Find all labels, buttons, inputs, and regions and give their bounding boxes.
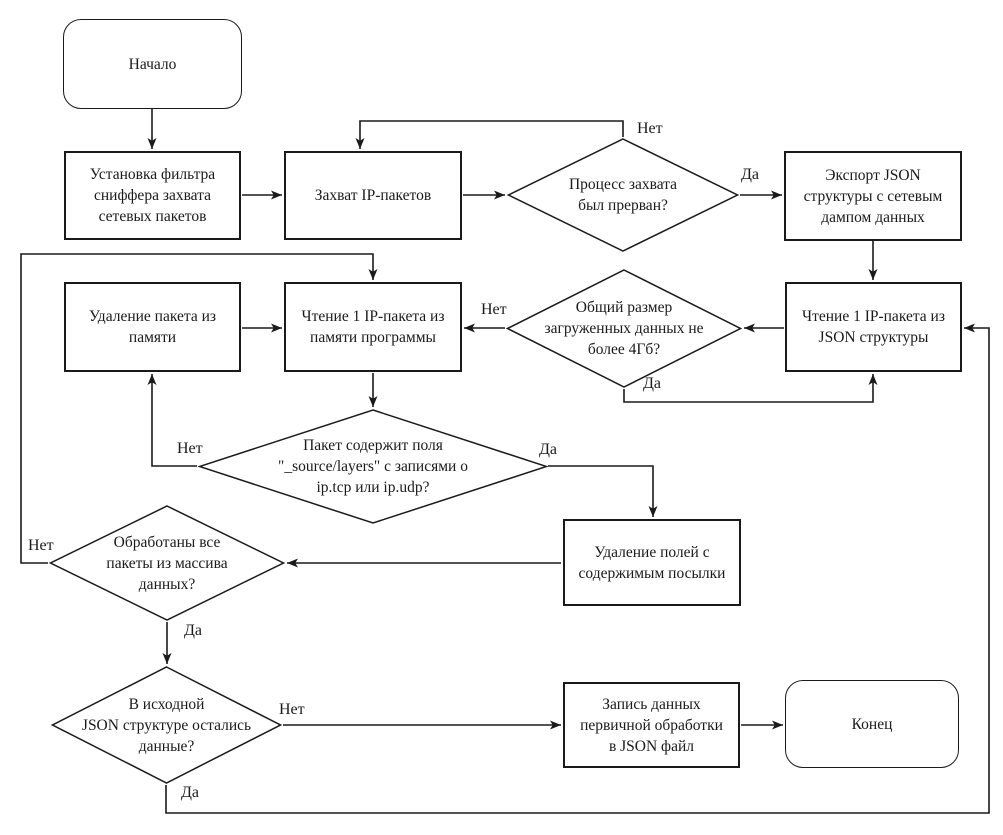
node-all-processed: Обработаны все пакеты из массива данных? bbox=[49, 505, 285, 621]
node-delete-fields: Удаление полей с содержимым посылки bbox=[563, 519, 741, 606]
decision-shape bbox=[198, 409, 548, 524]
node-read-json-label: Чтение 1 IP-пакета из JSON структуры bbox=[802, 308, 945, 346]
node-capture: Захват IP-пакетов bbox=[284, 151, 462, 240]
node-export-json-label: Экспорт JSON структуры с сетевым дампом … bbox=[803, 166, 943, 226]
decision-shape bbox=[49, 505, 285, 621]
edge-label-contains-yes: Да bbox=[539, 441, 558, 458]
edge-contains-yes-to-delete-fields bbox=[548, 465, 658, 517]
edge-label-remaining-yes: Да bbox=[181, 784, 200, 801]
node-write-file: Запись данных первичной обработки в JSON… bbox=[563, 682, 740, 768]
node-setup-filter-label: Установка фильтра сниффера захвата сетев… bbox=[89, 166, 216, 225]
node-export-json: Экспорт JSON структуры с сетевым дампом … bbox=[784, 151, 962, 241]
node-all-processed-label: Обработаны все пакеты из массива данных? bbox=[106, 533, 228, 593]
edge-interrupted-no-loop bbox=[355, 120, 624, 149]
node-start: Начало bbox=[63, 19, 242, 109]
edge-label-processed-no: Нет bbox=[28, 537, 54, 554]
edge-label-size-no: Нет bbox=[481, 301, 507, 318]
edge-size-yes-loop bbox=[623, 374, 878, 403]
edge-processed-no-loop bbox=[20, 253, 378, 564]
edge-label-remaining-no: Нет bbox=[279, 701, 305, 718]
decision-shape bbox=[506, 269, 742, 388]
node-delete-fields-label: Удаление полей с содержимым посылки bbox=[578, 543, 726, 582]
edge-label-interrupted-yes: Да bbox=[741, 166, 760, 183]
node-size-check-label: Общий размер загруженных данных не более… bbox=[544, 299, 704, 358]
node-contains-fields: Пакет содержит поля "_source/layers" с з… bbox=[198, 409, 548, 524]
node-end: Конец bbox=[785, 680, 959, 768]
node-capture-label: Захват IP-пакетов bbox=[314, 187, 432, 204]
edge-remaining-yes-loop bbox=[165, 323, 990, 814]
node-end-label: Конец bbox=[851, 715, 893, 733]
node-start-label: Начало bbox=[128, 55, 177, 73]
node-delete-packet-label: Удаление пакета из памяти bbox=[89, 308, 216, 346]
decision-shape bbox=[507, 138, 739, 252]
node-setup-filter: Установка фильтра сниффера захвата сетев… bbox=[64, 151, 241, 240]
decision-shape bbox=[51, 666, 282, 784]
node-read-json: Чтение 1 IP-пакета из JSON структуры bbox=[785, 282, 962, 372]
node-interrupted: Процесс захвата был прерван? bbox=[507, 138, 739, 252]
node-read-mem-label: Чтение 1 IP-пакета из памяти программы bbox=[301, 308, 445, 346]
edge-label-processed-yes: Да bbox=[184, 622, 203, 639]
node-delete-packet: Удаление пакета из памяти bbox=[64, 282, 241, 372]
node-write-file-label: Запись данных первичной обработки в JSON… bbox=[580, 695, 723, 755]
edge-label-interrupted-no: Нет bbox=[637, 120, 663, 137]
node-size-check: Общий размер загруженных данных не более… bbox=[506, 269, 742, 388]
edge-contains-no-to-delete-packet bbox=[147, 374, 197, 467]
edge-label-contains-no: Нет bbox=[177, 440, 203, 457]
edge-label-size-yes: Да bbox=[643, 375, 662, 392]
node-data-remaining-label: В исходной JSON структуре остались данны… bbox=[81, 695, 252, 755]
node-contains-fields-label: Пакет содержит поля "_source/layers" с з… bbox=[278, 437, 468, 496]
node-data-remaining: В исходной JSON структуре остались данны… bbox=[51, 666, 282, 784]
node-read-mem: Чтение 1 IP-пакета из памяти программы bbox=[284, 282, 462, 372]
node-interrupted-label: Процесс захвата был прерван? bbox=[568, 176, 678, 214]
